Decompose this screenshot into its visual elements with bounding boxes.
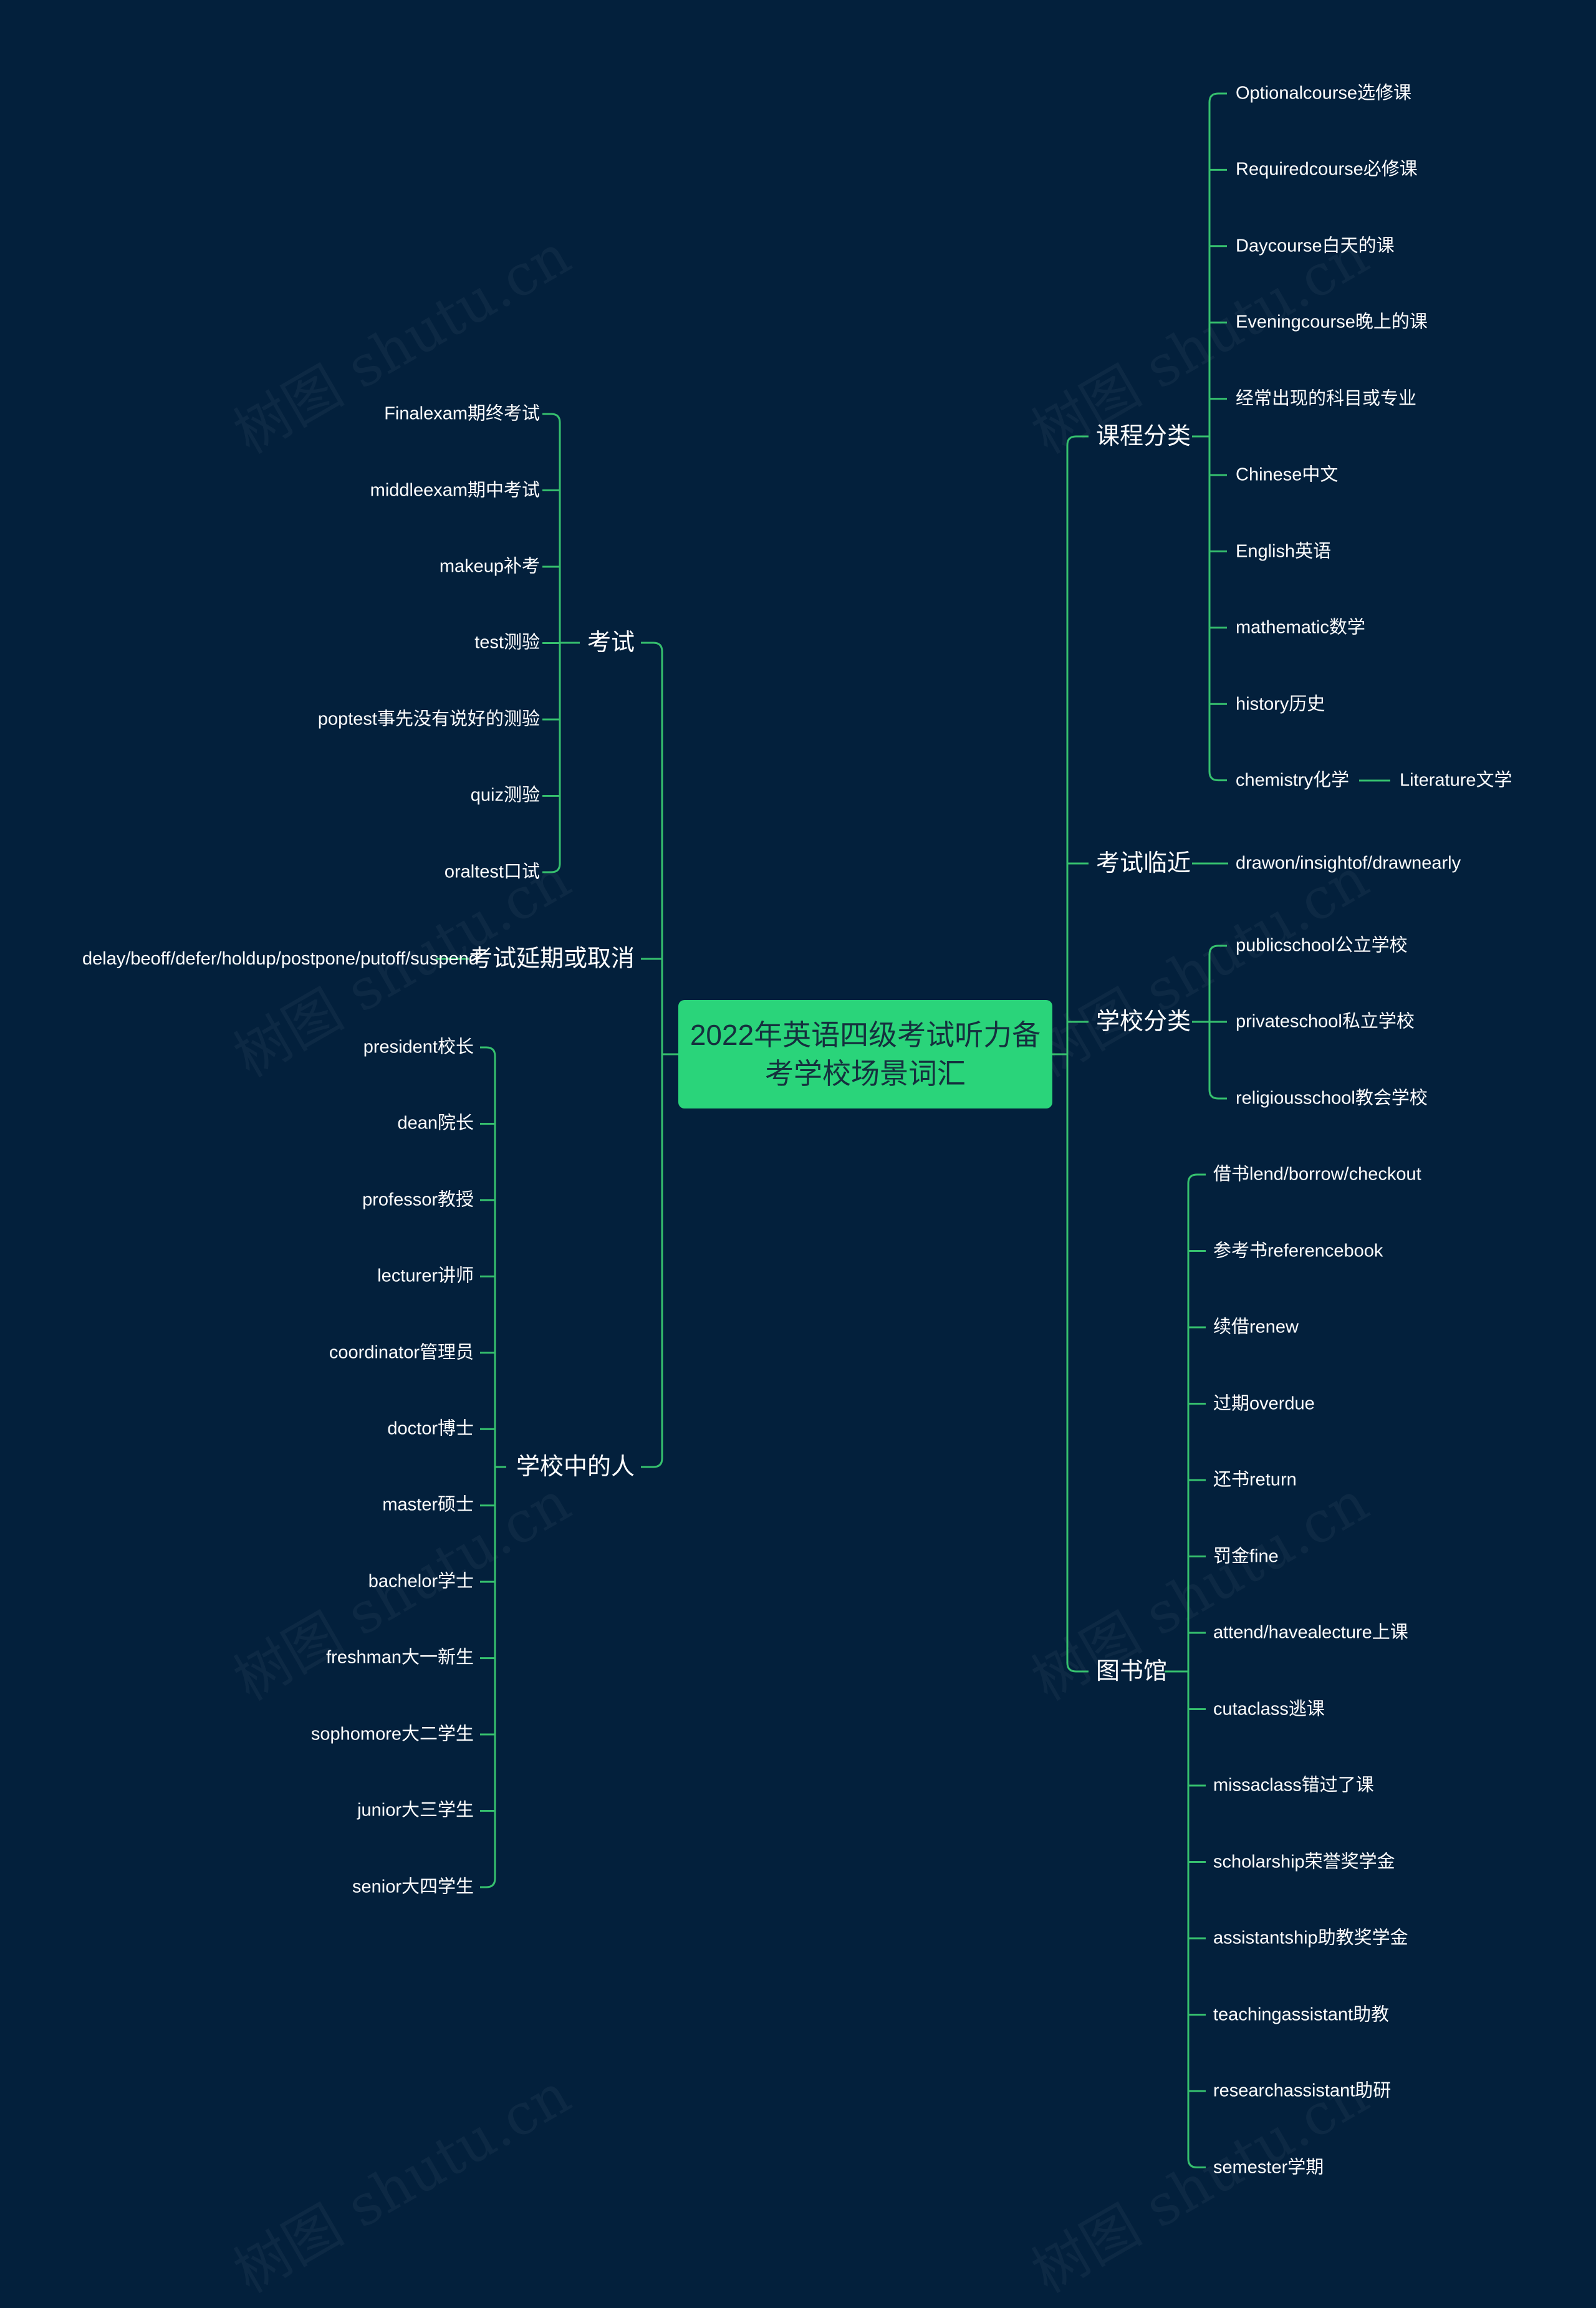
- library-item[interactable]: 参考书referencebook: [1213, 1241, 1383, 1261]
- exam-item[interactable]: quiz测验: [470, 785, 540, 805]
- people-item[interactable]: president校长: [363, 1037, 474, 1057]
- course-item[interactable]: mathematic数学: [1236, 617, 1365, 638]
- library-item[interactable]: 续借renew: [1213, 1317, 1299, 1337]
- library-item[interactable]: scholarship荣誉奖学金: [1213, 1852, 1395, 1872]
- exam-item[interactable]: test测验: [474, 632, 540, 653]
- school-types-bracket: [1208, 945, 1227, 1100]
- people-item[interactable]: doctor博士: [387, 1418, 474, 1439]
- exam-item[interactable]: oraltest口试: [444, 862, 540, 882]
- root-title: 2022年英语四级考试听力备考学校场景词汇: [690, 1019, 1041, 1090]
- people-bracket: [480, 1046, 496, 1888]
- course-sub-item[interactable]: Literature文学: [1400, 770, 1512, 791]
- people-item[interactable]: master硕士: [382, 1494, 474, 1515]
- branch-trunk-left: [641, 642, 663, 1468]
- course-item[interactable]: Optionalcourse选修课: [1236, 83, 1412, 103]
- library-item[interactable]: 还书return: [1213, 1469, 1297, 1490]
- branch-courses[interactable]: 课程分类: [1096, 423, 1191, 450]
- course-item[interactable]: 经常出现的科目或专业: [1236, 388, 1417, 409]
- library-item[interactable]: assistantship助教奖学金: [1213, 1928, 1408, 1948]
- branch-trunk-right: [1066, 435, 1089, 1673]
- school-type-item[interactable]: privateschool私立学校: [1236, 1011, 1415, 1032]
- branch-near-exam[interactable]: 考试临近: [1096, 850, 1191, 877]
- branch-school-types[interactable]: 学校分类: [1096, 1009, 1191, 1035]
- school-type-item[interactable]: religiousschool教会学校: [1236, 1088, 1428, 1108]
- course-item[interactable]: Eveningcourse晚上的课: [1236, 312, 1428, 332]
- exam-item[interactable]: makeup补考: [439, 556, 540, 577]
- postpone-item[interactable]: delay/beoff/defer/holdup/postpone/putoff…: [82, 949, 479, 969]
- people-item[interactable]: professor教授: [362, 1190, 474, 1210]
- people-item[interactable]: bachelor学士: [368, 1571, 474, 1592]
- people-item[interactable]: senior大四学生: [352, 1877, 474, 1897]
- branch-postpone[interactable]: 考试延期或取消: [468, 946, 635, 972]
- library-item[interactable]: 借书lend/borrow/checkout: [1213, 1164, 1421, 1185]
- courses-bracket: [1208, 92, 1227, 782]
- exam-item[interactable]: middleexam期中考试: [370, 480, 540, 501]
- library-item[interactable]: researchassistant助研: [1213, 2080, 1392, 2101]
- people-item[interactable]: lecturer讲师: [377, 1266, 474, 1286]
- near-exam-item[interactable]: drawon/insightof/drawnearly: [1236, 853, 1461, 873]
- course-item[interactable]: Chinese中文: [1236, 464, 1339, 485]
- library-bracket: [1187, 1173, 1206, 2168]
- library-item[interactable]: 过期overdue: [1213, 1393, 1315, 1414]
- school-type-item[interactable]: publicschool公立学校: [1236, 935, 1408, 956]
- branch-exam[interactable]: 考试: [587, 630, 635, 656]
- people-item[interactable]: junior大三学生: [357, 1800, 474, 1820]
- course-item[interactable]: English英语: [1236, 541, 1332, 562]
- course-item[interactable]: history历史: [1236, 694, 1325, 714]
- exam-bracket: [542, 413, 561, 873]
- library-item[interactable]: cutaclass逃课: [1213, 1699, 1325, 1719]
- branch-library[interactable]: 图书馆: [1096, 1658, 1168, 1685]
- root-topic[interactable]: 2022年英语四级考试听力备考学校场景词汇: [678, 1000, 1052, 1108]
- people-item[interactable]: coordinator管理员: [329, 1342, 474, 1363]
- branch-people[interactable]: 学校中的人: [516, 1454, 635, 1480]
- course-item[interactable]: Requiredcourse必修课: [1236, 159, 1418, 180]
- course-item[interactable]: chemistry化学: [1236, 770, 1350, 791]
- library-item[interactable]: semester学期: [1213, 2157, 1324, 2178]
- exam-item[interactable]: Finalexam期终考试: [384, 403, 540, 424]
- people-item[interactable]: freshman大一新生: [326, 1647, 474, 1668]
- course-item[interactable]: Daycourse白天的课: [1236, 236, 1395, 256]
- library-item[interactable]: teachingassistant助教: [1213, 2004, 1390, 2025]
- library-item[interactable]: 罚金fine: [1213, 1546, 1279, 1567]
- exam-item[interactable]: poptest事先没有说好的测验: [317, 709, 540, 729]
- people-item[interactable]: dean院长: [397, 1113, 474, 1133]
- library-item[interactable]: attend/havealecture上课: [1213, 1622, 1408, 1643]
- library-item[interactable]: missaclass错过了课: [1213, 1775, 1374, 1796]
- people-item[interactable]: sophomore大二学生: [310, 1724, 474, 1744]
